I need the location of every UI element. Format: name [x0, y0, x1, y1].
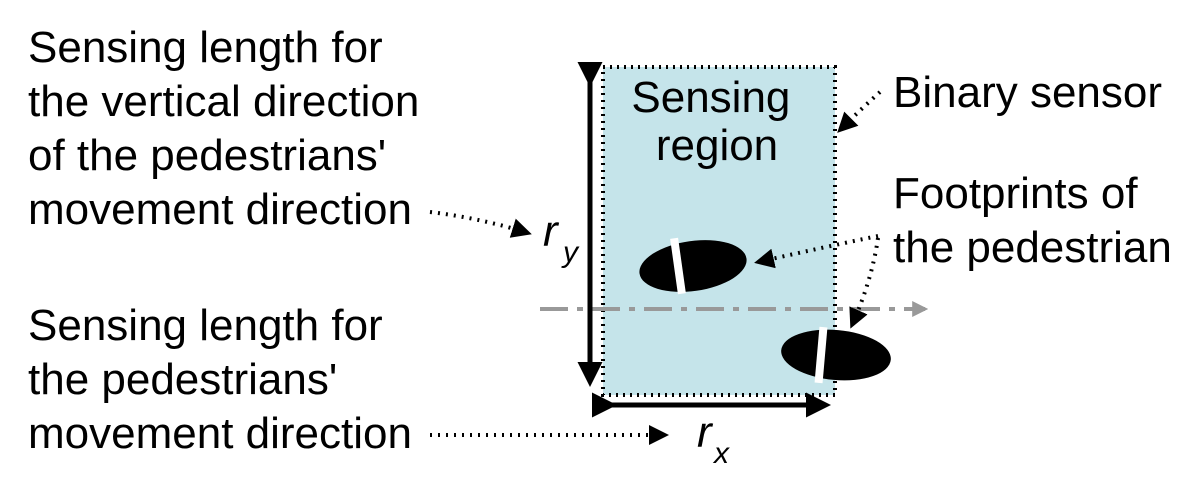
vertical-length-label: Sensing length for the vertical directio… [28, 23, 432, 234]
vertical-length-line-4: movement direction [28, 185, 412, 234]
footprint-upper [639, 237, 747, 295]
vertical-length-line-1: Sensing length for [28, 23, 383, 72]
rx-symbol: r [697, 408, 714, 457]
pointer-footprint-lower [849, 237, 880, 329]
sensing-region-line-1: Sensing [631, 73, 790, 122]
pointer-vertical-length [429, 210, 532, 238]
footprint-lower [781, 326, 891, 384]
vertical-length-line-2: the vertical direction [28, 77, 419, 126]
movement-length-line-3: movement direction [28, 409, 412, 458]
footprints-line-1: Footprints of [893, 169, 1138, 218]
sensing-region-line-2: region [656, 121, 778, 170]
ry-symbol: r [543, 207, 560, 256]
movement-length-line-2: the pedestrians' [28, 355, 337, 404]
binary-sensor-label: Binary sensor [893, 68, 1162, 117]
rx-subscript: x [712, 437, 730, 470]
sensing-region-label: Sensing region [631, 73, 802, 170]
ry-subscript: y [561, 236, 580, 269]
pointer-binary-sensor [837, 90, 882, 133]
footprints-label: Footprints of the pedestrian [893, 169, 1172, 272]
vertical-length-line-3: of the pedestrians' [28, 131, 386, 180]
movement-length-label: Sensing length for the pedestrians' move… [28, 301, 412, 458]
movement-length-line-1: Sensing length for [28, 301, 383, 350]
footprints-line-2: the pedestrian [893, 223, 1172, 272]
